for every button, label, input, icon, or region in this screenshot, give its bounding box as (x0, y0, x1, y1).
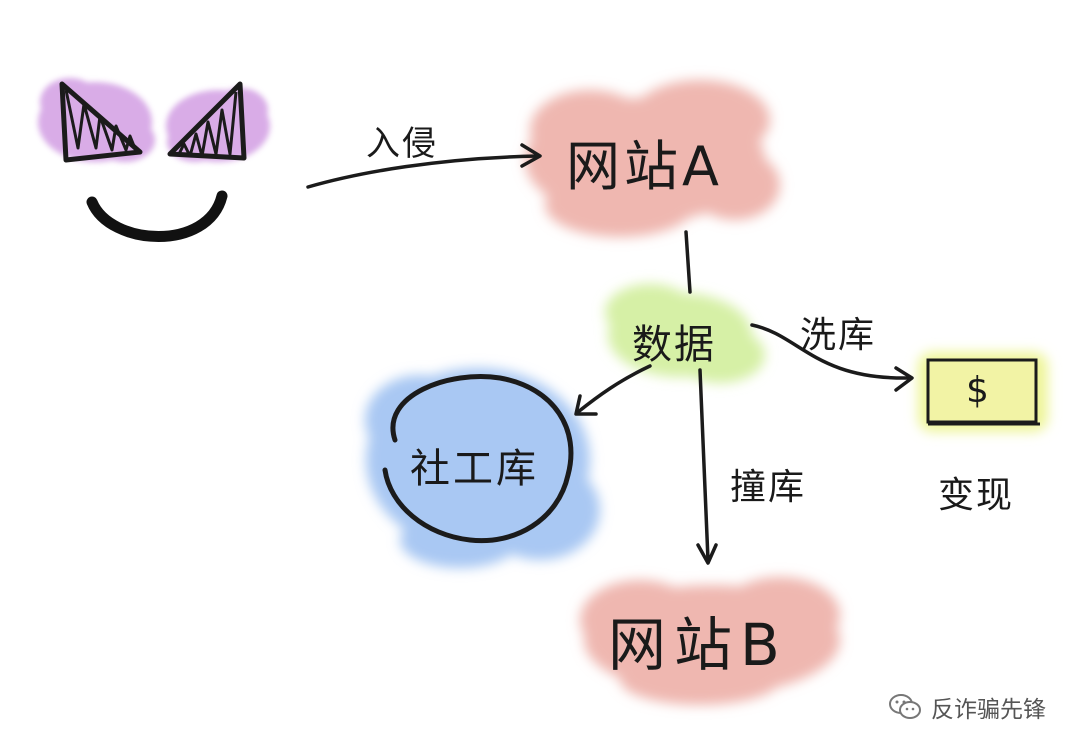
node-data: 数据 (632, 322, 716, 368)
data-cloud (605, 284, 765, 383)
edge-intrude (306, 154, 540, 189)
edge-stuffing (698, 368, 710, 562)
edge-data-social-head (574, 394, 598, 416)
edge-intrude-head (520, 143, 542, 168)
edge-launder-head (894, 366, 914, 392)
site-a-cloud (525, 80, 780, 237)
node-social-db: 社工库 (410, 446, 539, 492)
evil-face-icon (38, 78, 270, 242)
edge-launder (750, 323, 912, 380)
label-monetize: 变现 (938, 475, 1015, 516)
node-site-a: 网站A (566, 135, 723, 198)
watermark: 反诈骗先锋 (887, 690, 1046, 724)
right-eye (167, 81, 247, 161)
left-eye (59, 81, 143, 163)
wechat-icon (889, 694, 921, 719)
node-cash: $ (966, 370, 991, 411)
social-db-circle (382, 374, 574, 544)
edge-label-launder: 洗库 (800, 315, 877, 356)
site-b-cloud (580, 577, 840, 705)
node-site-b: 网站B (608, 611, 788, 679)
smile (86, 190, 228, 242)
edge-label-intrude: 入侵 (366, 124, 438, 164)
edge-data-social (576, 364, 652, 414)
edge-stuffing-head (696, 543, 718, 565)
edge-sitea-data (684, 230, 692, 294)
edge-label-stuffing: 撞库 (730, 467, 807, 508)
social-db-cloud (365, 368, 600, 568)
watermark-text: 反诈骗先锋 (931, 697, 1046, 723)
cash-note (926, 358, 1040, 426)
